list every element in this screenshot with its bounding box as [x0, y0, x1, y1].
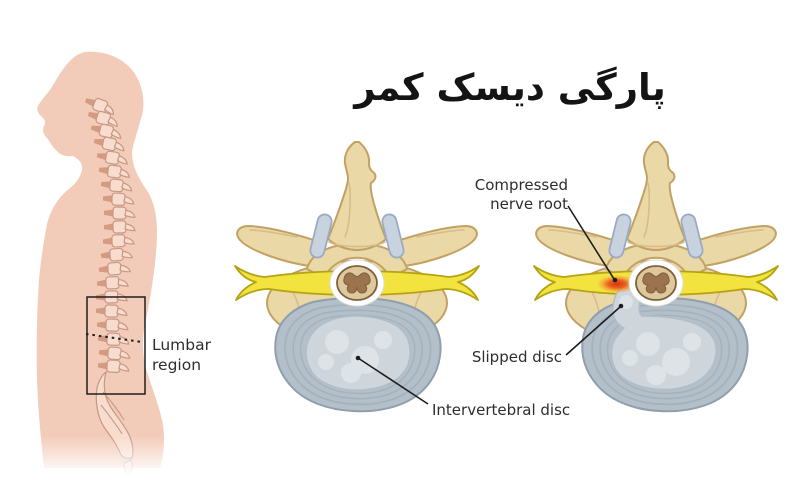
body-fadeout — [15, 436, 190, 482]
nerve-compression-highlight — [597, 275, 637, 293]
lumbar-region-box — [86, 296, 146, 395]
lumbar-region-label: Lumbar region — [152, 336, 211, 374]
compressed-nerve-root-label: Compressed nerve root — [474, 176, 568, 214]
slipped-disc-label: Slipped disc — [471, 348, 562, 366]
lumbar-pointer-dotted-line — [85, 333, 143, 343]
vertebra-normal — [234, 141, 480, 413]
page-title: پارگی دیسک کمر — [354, 66, 666, 109]
compressed-nerve-root-line — [567, 205, 615, 280]
intervertebral-disc-label: Intervertebral disc — [432, 401, 571, 419]
slipped-disc-line — [565, 306, 621, 356]
annotation-lines — [355, 205, 624, 405]
intervertebral-disc-line — [357, 357, 429, 405]
vertebra-herniated — [533, 141, 779, 413]
body-silhouette — [36, 51, 164, 468]
